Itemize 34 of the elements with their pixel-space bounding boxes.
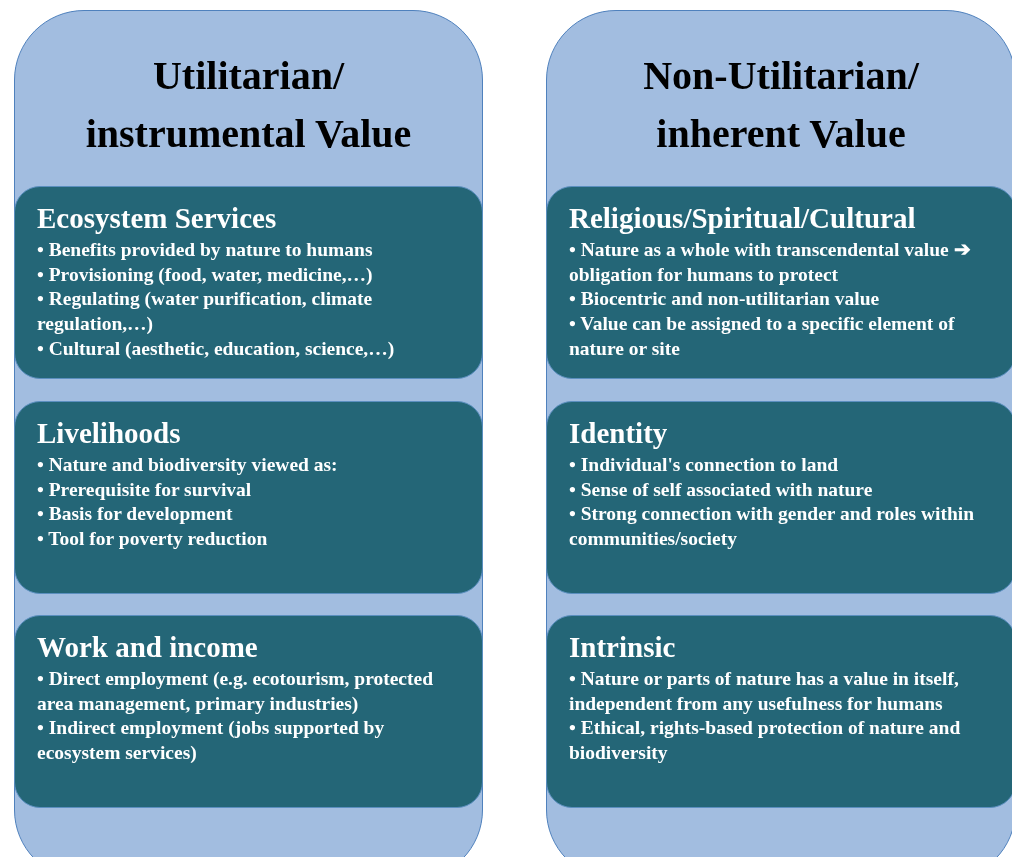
bullet-point: • Regulating (water purification, climate regulation,…)	[37, 287, 374, 337]
bullet-point: • Strong connection with gender and roles within communities/society	[569, 502, 975, 552]
category-heading: Livelihoods	[37, 416, 182, 451]
bullet-point: • Individual's connection to land	[569, 452, 840, 477]
bullet-point: • Provisioning (food, water, medicine,…)	[37, 262, 374, 287]
bullet-point: • Sense of self associated with nature	[569, 477, 874, 502]
value-column	[14, 10, 483, 857]
bullet-point: • Benefits provided by nature to humans	[37, 237, 374, 262]
category-heading: Intrinsic	[569, 630, 677, 665]
bullet-point: • Basis for development	[37, 502, 234, 527]
category-box	[14, 186, 483, 379]
bullet-point: • Indirect employment (jobs supported by ecosystem services)	[37, 716, 386, 766]
category-box	[14, 401, 483, 594]
category-heading: Work and income	[37, 630, 259, 665]
bullet-point: • Prerequisite for survival	[37, 477, 253, 502]
bullet-point: • Nature as a whole with transcendental value ➔ obligation for humans to protect	[569, 237, 972, 287]
category-heading: Identity	[569, 416, 669, 451]
bullet-point: • Nature and biodiversity viewed as:	[37, 452, 339, 477]
column-title: Utilitarian/ instrumental Value	[84, 52, 413, 158]
value-column	[546, 10, 1012, 857]
category-box	[546, 401, 1012, 594]
bullet-point: • Ethical, rights-based protection of nature and biodiversity	[569, 716, 962, 766]
bullet-point: • Direct employment (e.g. ecotourism, protected area management, primary industries)	[37, 666, 434, 716]
bullet-point: • Nature or parts of nature has a value in itself, independent from any usefulness for humans	[569, 666, 960, 716]
category-heading: Ecosystem Services	[37, 201, 278, 236]
column-title: Non-Utilitarian/ inherent Value	[642, 52, 920, 158]
category-box	[14, 615, 483, 808]
bullet-point: • Value can be assigned to a specific element of nature or site	[569, 312, 956, 361]
bullet-point: • Tool for poverty reduction	[37, 527, 269, 552]
bullet-point: • Cultural (aesthetic, education, science,…)	[37, 336, 396, 361]
category-box	[546, 186, 1012, 379]
category-heading: Religious/Spiritual/Cultural	[569, 201, 917, 236]
category-box	[546, 615, 1012, 808]
bullet-point: • Biocentric and non-utilitarian value	[569, 287, 881, 312]
